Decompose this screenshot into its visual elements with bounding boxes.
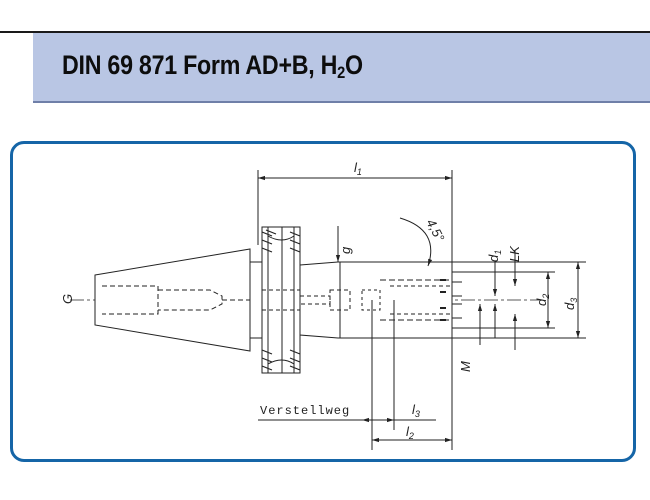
title-end: O [345, 50, 363, 80]
label-l2: l2 [406, 424, 414, 441]
label-l1: l1 [354, 160, 362, 177]
top-rule [0, 31, 650, 33]
drawing-frame [10, 141, 636, 462]
label-LK: LK [507, 245, 522, 262]
label-verstellweg: Verstellweg [260, 404, 350, 418]
label-d3: d3 [562, 298, 579, 310]
title-main: DIN 69 871 Form AD+B, H [62, 50, 338, 80]
label-d1: d1 [486, 250, 503, 262]
label-M: M [458, 361, 473, 372]
taper-body [94, 248, 251, 352]
collar [249, 261, 263, 339]
label-angle: 4,5° [423, 216, 447, 244]
label-l3: l3 [412, 402, 420, 419]
label-G: G [60, 294, 75, 304]
title-band [33, 33, 650, 101]
title-band-border [33, 101, 650, 103]
shaft [299, 261, 453, 339]
page-title: DIN 69 871 Form AD+B, H2O [62, 50, 363, 81]
label-d2: d2 [534, 294, 551, 306]
title-subscript: 2 [337, 63, 346, 82]
taper-bore [102, 285, 159, 315]
label-g: g [338, 246, 353, 254]
